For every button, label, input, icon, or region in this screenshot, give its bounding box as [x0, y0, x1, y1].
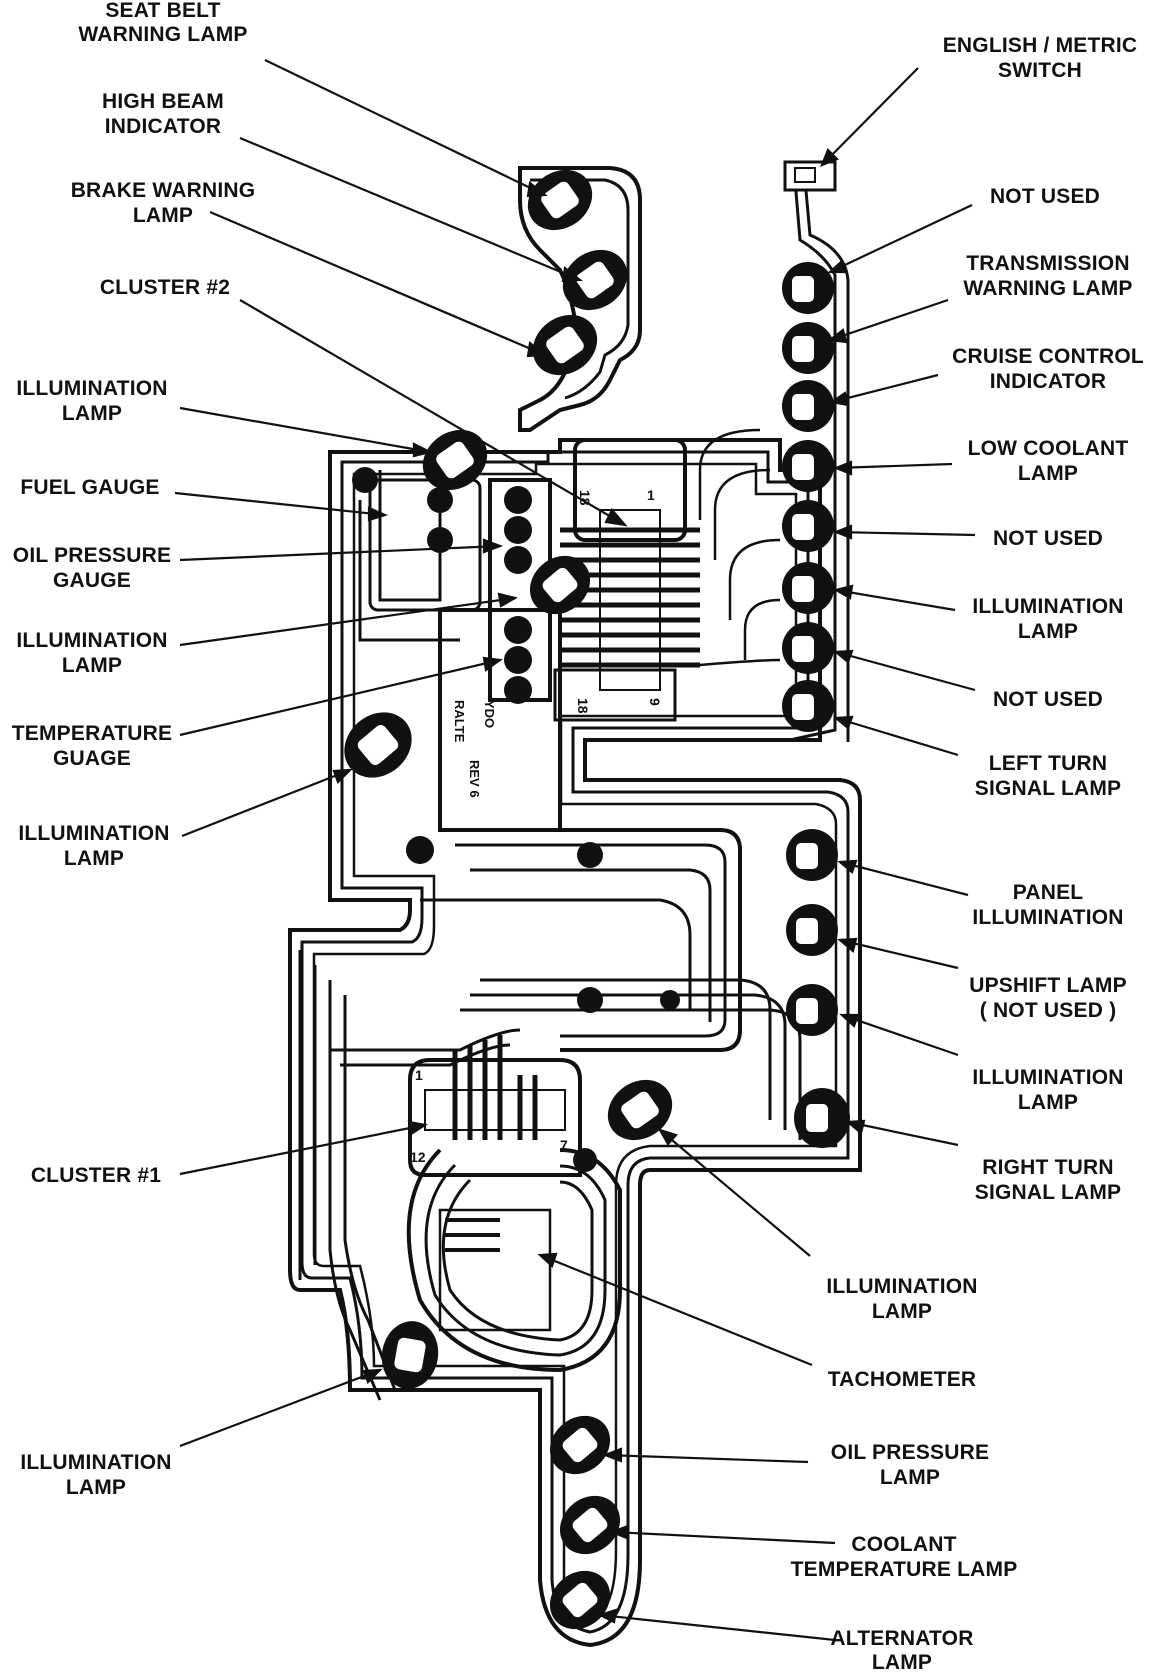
label-cluster-2: CLUSTER #2 [100, 276, 230, 299]
leader-lines [174, 59, 976, 1642]
cluster2-pin-9: 9 [647, 698, 663, 706]
label-fuel-gauge: FUEL GAUGE [20, 476, 159, 499]
cluster2-pin-1: 1 [647, 487, 655, 503]
flex-circuit-board [288, 160, 862, 1648]
lamp-sockets [344, 169, 850, 1630]
label-not-used-1: NOT USED [990, 185, 1100, 208]
pin-numbers: 18 1 18 9 1 12 7 [410, 487, 663, 1165]
cluster2-pin-18-top: 18 [577, 490, 593, 506]
label-upshift-lamp: UPSHIFT LAMP( NOT USED ) [969, 974, 1127, 1022]
cluster2-pin-18-bottom: 18 [575, 698, 591, 714]
cluster1-pin-1: 1 [415, 1067, 423, 1083]
label-cluster-1: CLUSTER #1 [31, 1164, 161, 1187]
label-not-used-2: NOT USED [993, 527, 1103, 550]
cluster1-pin-12: 12 [410, 1149, 426, 1165]
board-marking-code: RALTE [452, 700, 467, 743]
board-marking-rev: REV 6 [467, 760, 482, 798]
board-marking-maker: YDO [482, 700, 497, 728]
label-not-used-3: NOT USED [993, 688, 1103, 711]
board-markings: YDO REV 6 RALTE [452, 700, 497, 798]
label-tachometer: TACHOMETER [828, 1368, 977, 1391]
cluster1-pin-7: 7 [560, 1137, 568, 1153]
